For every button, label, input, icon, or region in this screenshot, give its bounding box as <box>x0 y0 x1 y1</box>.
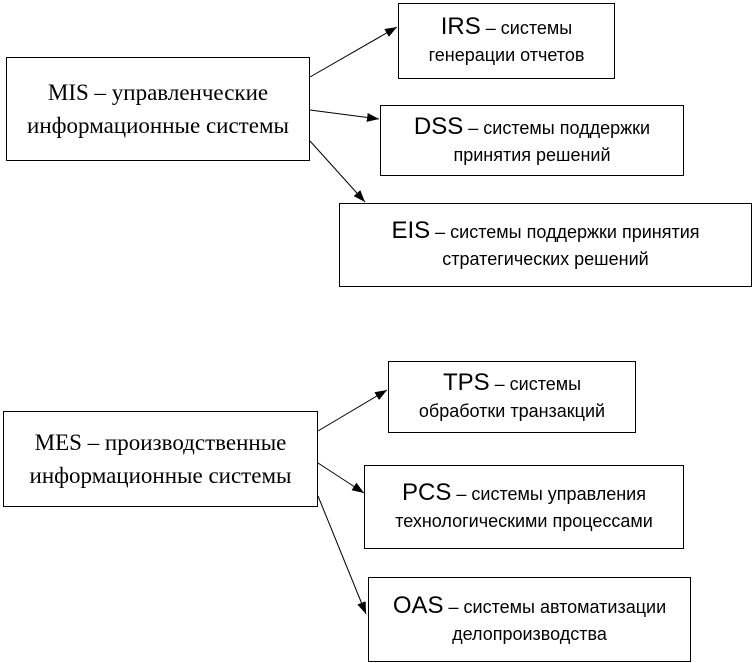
dss-box: DSS – системы поддержки принятия решений <box>380 105 684 176</box>
mis-box: MIS – управленческие информационные сист… <box>6 57 310 161</box>
dss-desc1: – системы поддержки <box>463 117 651 138</box>
eis-line2: стратегических решений <box>442 249 649 269</box>
dss-line2: принятия решений <box>453 144 611 165</box>
irs-abbr: IRS <box>440 13 481 40</box>
mis-label-line1: MIS – управленческие <box>47 80 269 105</box>
pcs-line2: технологическими процессами <box>395 511 653 531</box>
tps-abbr: TPS <box>442 369 490 396</box>
dss-abbr: DSS <box>413 112 464 140</box>
oas-abbr: OAS <box>392 591 444 619</box>
tps-desc1: – системы <box>489 374 582 394</box>
mes-box: MES – производственные информационные си… <box>3 411 318 507</box>
arrow-mis-to-eis <box>309 140 366 203</box>
irs-line2: генерации отчетов <box>428 45 585 65</box>
arrow-mis-to-irs <box>309 26 398 78</box>
eis-desc1: – системы поддержки принятия <box>430 222 700 242</box>
oas-box: OAS – системы автоматизации делопроизвод… <box>368 577 691 662</box>
mes-label-line2: информационные системы <box>29 463 292 488</box>
eis-box: EIS – системы поддержки принятия стратег… <box>339 203 752 287</box>
arrow-mis-to-dss <box>309 109 380 122</box>
arrow-mes-to-pcs <box>317 462 365 494</box>
tps-box: TPS – системы обработки транзакций <box>388 361 636 433</box>
pcs-line1: PCS – системы управления <box>402 479 646 508</box>
eis-line1: EIS – системы поддержки принятия <box>391 217 699 246</box>
eis-abbr: EIS <box>391 217 431 244</box>
oas-line1: OAS – системы автоматизации <box>393 592 666 621</box>
pcs-abbr: PCS <box>402 479 452 506</box>
irs-box: IRS – системы генерации отчетов <box>398 3 615 79</box>
mes-label-line1: MES – производственные <box>34 430 287 455</box>
pcs-box: PCS – системы управления технологическим… <box>364 465 684 549</box>
oas-desc1: – системы автоматизации <box>443 596 667 617</box>
irs-line1: IRS – системы <box>441 13 572 42</box>
dss-line1: DSS – системы поддержки <box>414 113 650 142</box>
irs-desc1: – системы <box>480 18 573 38</box>
arrow-mes-to-oas <box>317 495 367 615</box>
arrow-mes-to-tps <box>317 389 388 432</box>
mis-label-line2: информационные системы <box>27 113 289 138</box>
pcs-desc1: – системы управления <box>451 484 646 504</box>
tps-line1: TPS – системы <box>443 369 581 398</box>
tps-line2: обработки транзакций <box>418 401 606 421</box>
oas-line2: делопроизводства <box>452 623 607 644</box>
